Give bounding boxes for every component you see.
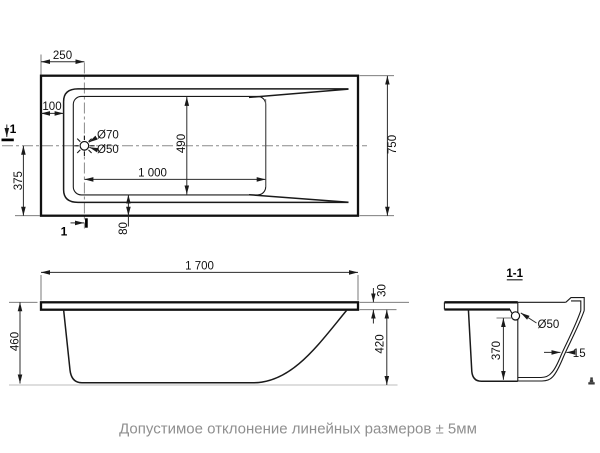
dim-460-label: 460 bbox=[9, 332, 21, 351]
dim-1700-label: 1 700 bbox=[185, 260, 214, 272]
section-mark-bottom-label: 1 bbox=[61, 225, 68, 239]
dim-375-label: 375 bbox=[13, 171, 25, 190]
section-title: 1-1 bbox=[506, 268, 524, 281]
section-drain-circle bbox=[510, 311, 521, 321]
plan-tub-outline bbox=[39, 74, 360, 217]
section-tub-outline bbox=[443, 297, 585, 383]
top-view: 250 100 Ø70 Ø50 490 1 000 375 80 750 1 1 bbox=[1, 50, 399, 239]
tolerance-note: Допустимое отклонение линейных размеров … bbox=[119, 421, 477, 438]
side-view: 1 700 460 30 420 bbox=[9, 260, 409, 386]
side-dimension-lines bbox=[17, 270, 390, 385]
drain-outer-dia-label: Ø70 bbox=[97, 130, 119, 142]
drain-circle bbox=[79, 140, 90, 151]
drain-inner-dia-label: Ø50 bbox=[97, 144, 119, 156]
section-mark-bottom: 1 bbox=[61, 218, 88, 239]
dim-1000-label: 1 000 bbox=[138, 167, 167, 179]
section-mark-top-label: 1 bbox=[10, 122, 17, 136]
side-extension-lines bbox=[9, 275, 409, 311]
section-view: 1-1 bbox=[443, 268, 595, 385]
plan-dimension-lines bbox=[21, 59, 390, 216]
dim-420-label: 420 bbox=[374, 334, 386, 353]
dim-15-label: 15 bbox=[573, 348, 586, 360]
section-mark-top: 1 bbox=[1, 122, 17, 142]
section-drain-dia-label: Ø50 bbox=[538, 319, 560, 331]
section-dimension-lines bbox=[501, 312, 576, 380]
drain-symbol bbox=[74, 135, 95, 156]
stamp-mark-icon bbox=[588, 377, 595, 385]
dim-30-label: 30 bbox=[376, 284, 388, 297]
dim-100-label: 100 bbox=[42, 101, 61, 113]
side-tub-outline bbox=[39, 301, 360, 384]
dim-80-label: 80 bbox=[118, 222, 130, 235]
section-title-label: 1-1 bbox=[506, 268, 523, 280]
dim-250-label: 250 bbox=[53, 50, 72, 62]
dim-490-label: 490 bbox=[176, 134, 188, 153]
dim-750-label: 750 bbox=[387, 135, 399, 154]
dim-370-label: 370 bbox=[491, 341, 503, 360]
